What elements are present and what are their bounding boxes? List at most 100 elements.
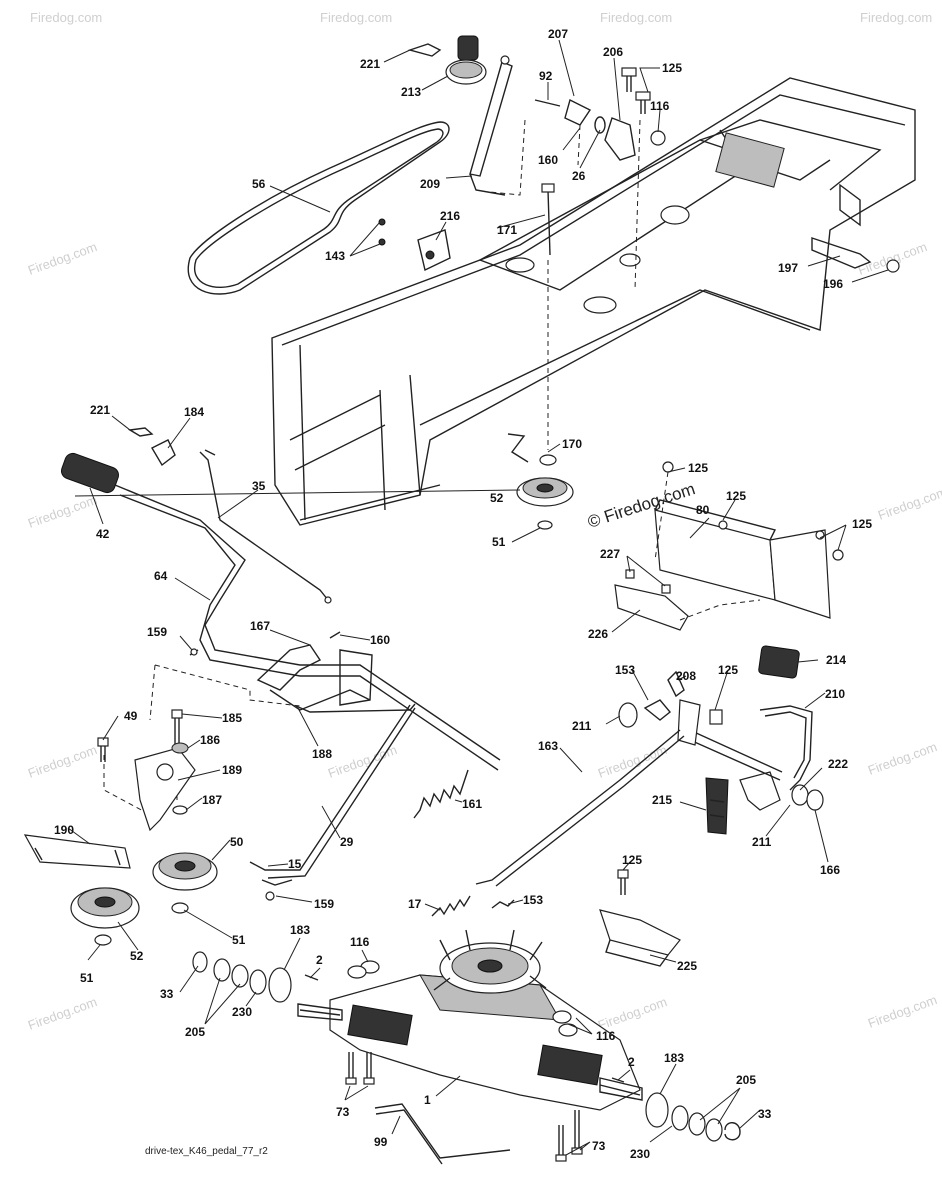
callout-label: 56 (252, 177, 266, 191)
brake-rod-area (189, 631, 373, 711)
callout-label: 210 (825, 687, 845, 701)
drawing-id: drive-tex_K46_pedal_77_r2 (145, 1146, 268, 1157)
idler-pulley-50 (152, 852, 218, 914)
knob-top (407, 35, 487, 85)
callout-label: 160 (370, 633, 390, 647)
callout-label: 15 (288, 857, 302, 871)
callout-label: 73 (592, 1139, 606, 1153)
callout-label: 206 (603, 45, 623, 59)
callout-label: 153 (615, 663, 635, 677)
idler-pulley-52 (70, 887, 140, 946)
callout-label: 1 (424, 1093, 431, 1107)
callout-label: 52 (130, 949, 144, 963)
callout-label: 190 (54, 823, 74, 837)
pedal-assembly (618, 645, 824, 811)
callout-label: 221 (90, 403, 110, 417)
callout-label: 215 (652, 793, 672, 807)
callout-label: 163 (538, 739, 558, 753)
callout-label: 143 (325, 249, 345, 263)
callout-label: 208 (676, 669, 696, 683)
callout-labels: 221 213 207 206 92 125 116 160 26 56 209… (54, 27, 872, 1161)
callout-label: 216 (440, 209, 460, 223)
callout-label: 226 (588, 627, 608, 641)
watermark: Firedog.com (326, 742, 399, 781)
callout-label: 92 (539, 69, 553, 83)
watermark: Firedog.com (320, 10, 392, 25)
rod-99 (374, 1103, 511, 1165)
callout-label: 166 (820, 863, 840, 877)
watermark: Firedog.com (26, 994, 99, 1033)
callout-label: 222 (828, 757, 848, 771)
callout-label: 2 (628, 1055, 635, 1069)
callout-label: 125 (622, 853, 642, 867)
callout-label: 49 (124, 709, 138, 723)
callout-label: 209 (420, 177, 440, 191)
callout-label: 167 (250, 619, 270, 633)
bracket-216 (378, 218, 451, 272)
callout-label: 187 (202, 793, 222, 807)
spring-161 (413, 769, 469, 819)
bracket-197 (811, 237, 900, 273)
callout-label: 159 (147, 625, 167, 639)
leader-lines (67, 39, 889, 1156)
top-hardware (534, 67, 666, 256)
callout-label: 35 (252, 479, 266, 493)
rod-29 (249, 703, 416, 879)
callout-label: 213 (401, 85, 421, 99)
callout-label: 125 (688, 461, 708, 475)
callout-label: 211 (572, 719, 592, 733)
shift-lever (469, 55, 513, 196)
callout-label: 116 (650, 99, 670, 113)
callout-label: 205 (185, 1025, 205, 1039)
callout-label: 205 (736, 1073, 756, 1087)
callout-label: 80 (696, 503, 710, 517)
rod-15 (261, 879, 293, 901)
callout-label: 160 (538, 153, 558, 167)
callout-label: 51 (80, 971, 94, 985)
watermark: Firedog.com (866, 992, 939, 1031)
callout-label: 33 (758, 1107, 772, 1121)
callout-label: 52 (490, 491, 504, 505)
spring-17 (431, 895, 515, 917)
watermark: Firedog.com (26, 239, 99, 278)
watermark: Firedog.com (876, 484, 942, 523)
watermark: Firedog.com (30, 10, 102, 25)
callout-label: 64 (154, 569, 168, 583)
callout-label: 125 (852, 517, 872, 531)
callout-label: 51 (232, 933, 246, 947)
mounting-bracket-80 (614, 461, 844, 631)
callout-label: 183 (664, 1051, 684, 1065)
callout-label: 196 (823, 277, 843, 291)
callout-label: 159 (314, 897, 334, 911)
callout-label: 161 (462, 797, 482, 811)
callout-label: 33 (160, 987, 174, 1001)
watermark: Firedog.com (596, 994, 669, 1033)
left-axle-parts (192, 951, 319, 1003)
callout-label: 171 (497, 223, 517, 237)
drive-belt (187, 121, 450, 295)
transaxle (297, 929, 643, 1111)
callout-label: 230 (232, 1005, 252, 1019)
watermark: Firedog.com (600, 10, 672, 25)
idler-arm-plate (97, 709, 196, 832)
watermark: Firedog.com (860, 10, 932, 25)
idler-pulley-center (507, 433, 574, 530)
callout-label: 189 (222, 763, 242, 777)
callout-label: 214 (826, 653, 846, 667)
callout-label: 26 (572, 169, 586, 183)
belt-guide (23, 834, 131, 869)
callout-label: 125 (662, 61, 682, 75)
right-axle-parts (611, 1077, 741, 1142)
callout-label: 170 (562, 437, 582, 451)
callout-label: 197 (778, 261, 798, 275)
callout-label: 116 (596, 1029, 616, 1043)
watermark: Firedog.com (26, 492, 99, 531)
watermark: Firedog.com (866, 739, 939, 778)
callout-label: 99 (374, 1135, 388, 1149)
watermark: Firedog.com (26, 742, 99, 781)
callout-label: 227 (600, 547, 620, 561)
pedal-pad-215 (705, 777, 729, 835)
callout-label: 116 (350, 935, 370, 949)
bolts-73 (345, 1052, 583, 1162)
